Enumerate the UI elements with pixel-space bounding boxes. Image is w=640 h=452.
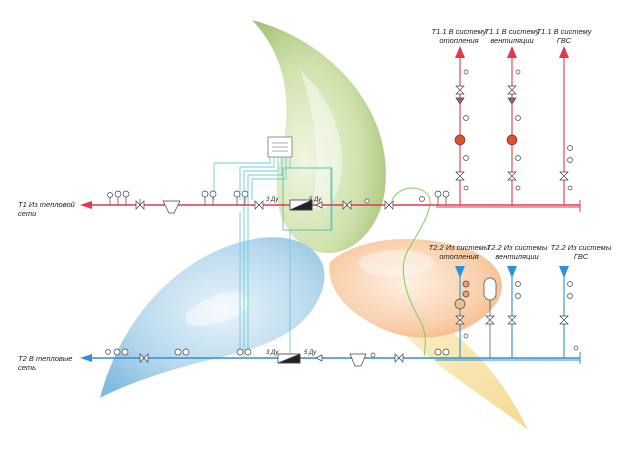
supply-fittings	[107, 190, 450, 214]
label-dn-supply-left: 3 Ду	[266, 197, 279, 203]
decorative-leaves	[100, 20, 528, 430]
riser-fittings-ventilation	[506, 69, 521, 191]
green-leaf	[252, 20, 387, 254]
return-fittings	[105, 348, 450, 367]
return-main	[80, 352, 581, 364]
return-riser-fittings	[454, 277, 579, 358]
label-dn-supply-right: 5 Ду	[309, 197, 322, 203]
supply-riser-fittings	[454, 69, 573, 191]
orange-leaf	[329, 238, 502, 338]
return-risers	[455, 266, 569, 358]
riser-fittings-heating	[454, 69, 469, 191]
signal-lines	[213, 157, 333, 356]
label-dn-return-right: 5 Ду	[304, 350, 317, 356]
riser-fittings-dhw	[559, 145, 573, 191]
controller-unit	[267, 136, 293, 158]
supply-risers	[455, 46, 569, 205]
bypass-line	[391, 187, 431, 357]
label-dn-return-left: 3 Ду	[266, 350, 279, 356]
